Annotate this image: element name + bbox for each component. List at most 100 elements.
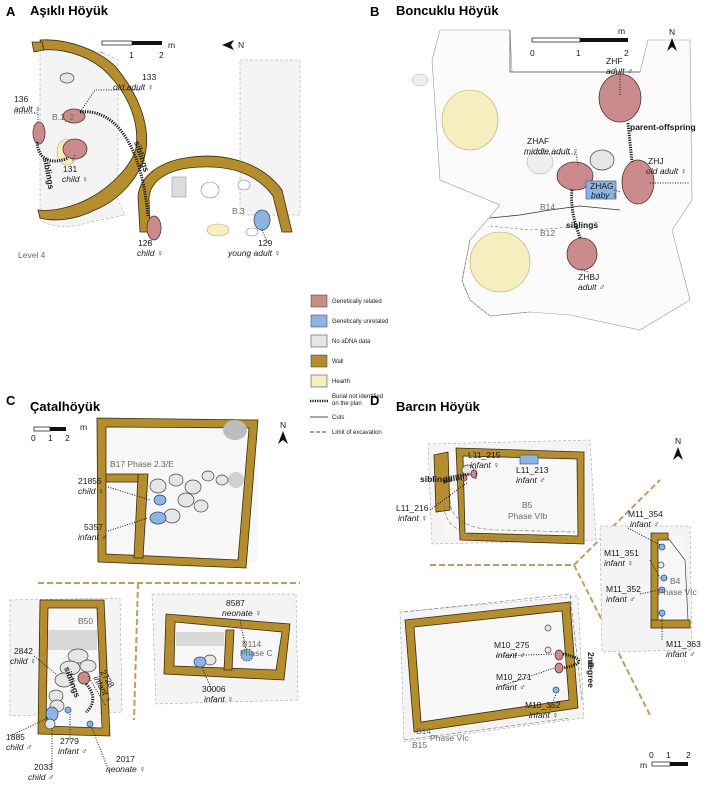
panel-b-scale-bar: 0 1 2 m (530, 26, 629, 58)
panel-c-building-b114b: Phase C (240, 648, 273, 658)
panel-c-burial-8587-desc: neonate ♀ (222, 608, 261, 618)
panel-c-burial-2017-id: 2017 (116, 754, 135, 764)
panel-c-burial-5357-desc: infant ♂ (78, 532, 108, 542)
sibling-link-c (84, 682, 95, 714)
panel-a-scale-tick-1: 1 (129, 50, 134, 60)
legend-label-nodna: No aDNA data (332, 339, 371, 345)
burial-2033 (44, 718, 56, 730)
panel-d-second-degree-sup: 2nd (586, 652, 596, 667)
legend-item-cuts: Cuts (310, 415, 344, 421)
second-degree-link (562, 652, 581, 670)
burial-m11-354 (658, 543, 666, 551)
panel-a-north-arrow: N (222, 40, 244, 50)
panel-a-letter: A (6, 4, 16, 19)
panel-d: D Barcın Höyük N siblings B5 Phase VIb L… (370, 393, 701, 770)
panel-d-burial-m11-351-id: M11_351 (604, 548, 639, 558)
legend-label-limit: Limit of excavation (332, 430, 382, 436)
legend-item-limit: Limit of excavation (310, 430, 382, 436)
burial-2842 (77, 671, 91, 685)
burial-m11-363 (658, 609, 666, 617)
legend-label-unrelated: Genetically unrelated (332, 319, 388, 325)
panel-c-burial-5357-id: 5357 (84, 522, 103, 532)
panel-d-building-b4b: Phase VIc (658, 587, 697, 597)
panel-d-burial-l11-215-desc: infant ♀ (470, 460, 500, 470)
b17-floor (97, 421, 257, 562)
wall-b1-2 (37, 39, 148, 221)
legend: Genetically related Genetically unrelate… (310, 294, 388, 436)
panel-d-scale-tick-0: 0 (649, 750, 654, 760)
burial-zhf (598, 73, 642, 123)
burial-8587 (240, 648, 254, 662)
panel-b-burial-zhf-desc: adult ♂ (606, 66, 633, 76)
legend-item-wall: Wall (310, 354, 343, 368)
wall-b3 (137, 155, 293, 233)
panel-c-burial-8587-id: 8587 (226, 598, 245, 608)
panel-c-burial-2033-desc: child ♂ (28, 772, 54, 782)
panel-d-burial-m11-352-id: M11_352 (606, 584, 641, 594)
burial-2779 (64, 706, 72, 714)
panel-d-burial-l11-216-desc: infant ♀ (398, 513, 428, 523)
panel-d-building-b4a: B4 (670, 576, 681, 586)
panel-c-burial-30006-desc: infant ♀ (204, 694, 234, 704)
panel-d-burial-l11-216-id: L11_216 (396, 503, 429, 513)
legend-label-wall: Wall (332, 359, 343, 365)
panel-b-scale-tick-2: 2 (624, 48, 629, 58)
panel-c-building-b114a: B114 (242, 639, 261, 649)
legend-item-hearth: Hearth (310, 374, 350, 388)
panel-d-burial-m10-271-desc: infant ♂ (496, 682, 526, 692)
burial-nodna-b (589, 149, 615, 171)
burial-133 (62, 108, 86, 124)
panel-d-building-b5a: B5 (522, 500, 533, 510)
panel-a-burial-131-id: 131 (63, 164, 77, 174)
sibling-link-a-left (35, 141, 69, 163)
legend-label-cuts: Cuts (332, 415, 344, 421)
wall-b5 (433, 451, 451, 513)
panel-d-burial-m11-354-id: M11_354 (628, 509, 663, 519)
panel-d-burial-m10-271-id: M10_271 (496, 672, 532, 682)
panel-a-burial-133-desc: old adult ♀ (113, 82, 154, 92)
legend-item-nodna: No aDNA data (310, 334, 371, 348)
panel-d-north-label: N (675, 436, 681, 446)
panel-b-building-b12: B12 (540, 228, 555, 238)
panel-b-north-arrow: N (667, 27, 677, 51)
panel-b-burial-zhbj-desc: adult ♂ (578, 282, 605, 292)
panel-c-building-b17: B17 Phase 2.3/E (110, 459, 174, 469)
panel-d-second-degree-label: degree (586, 660, 596, 688)
panel-c-scale-tick-0: 0 (31, 433, 36, 443)
panel-c-burial-2033-id: 2033 (34, 762, 53, 772)
panel-c-scale-tick-1: 1 (48, 433, 53, 443)
legend-item-unrelated: Genetically unrelated (310, 314, 388, 328)
panel-b-scale-tick-0: 0 (530, 48, 535, 58)
panel-b-burial-zhj-id: ZHJ (648, 156, 664, 166)
panel-c-burial-1885-id: 1885 (6, 732, 25, 742)
panel-a-level: Level 4 (18, 250, 46, 260)
panel-c-burial-21855-id: 21855 (78, 476, 102, 486)
panel-d-burial-m10-275-desc: infant ♂ (496, 650, 526, 660)
legend-item-related: Genetically related (310, 294, 382, 308)
panel-a-burial-136-id: 136 (14, 94, 28, 104)
panel-b-burial-zhf-id: ZHF (606, 56, 623, 66)
burial-128 (146, 215, 162, 241)
burial-zhaf (556, 161, 594, 191)
panel-d-title: Barcın Höyük (396, 399, 481, 414)
legend-label-related: Genetically related (332, 299, 382, 305)
panel-d-scale-tick-2: 2 (686, 750, 691, 760)
panel-c-burial-2779-id: 2779 (60, 736, 79, 746)
sibling-link-a-right (79, 110, 150, 217)
panel-b-burial-zhag-desc: baby ♀ (591, 190, 618, 200)
burial-30006 (193, 656, 207, 668)
panel-b-letter: B (370, 4, 379, 19)
panel-c-scale-tick-2: 2 (65, 433, 70, 443)
panel-d-burial-m11-352-desc: infant ♂ (606, 594, 636, 604)
burial-m10-352 (552, 686, 560, 694)
wall-b114 (163, 613, 291, 681)
burial-zhj (621, 159, 655, 205)
legend-label-burial-line1: Burial not identified (332, 394, 383, 400)
burial-m10-275 (554, 649, 564, 661)
wall-b17 (96, 417, 259, 569)
panel-b-siblings-label: siblings (566, 220, 598, 230)
panel-c-burial-2017-desc: neonate ♀ (106, 764, 145, 774)
panel-b-parent-offspring-label: parent-offspring (630, 122, 696, 132)
hearth-b2 (469, 231, 531, 293)
parent-offspring-link (626, 122, 634, 163)
